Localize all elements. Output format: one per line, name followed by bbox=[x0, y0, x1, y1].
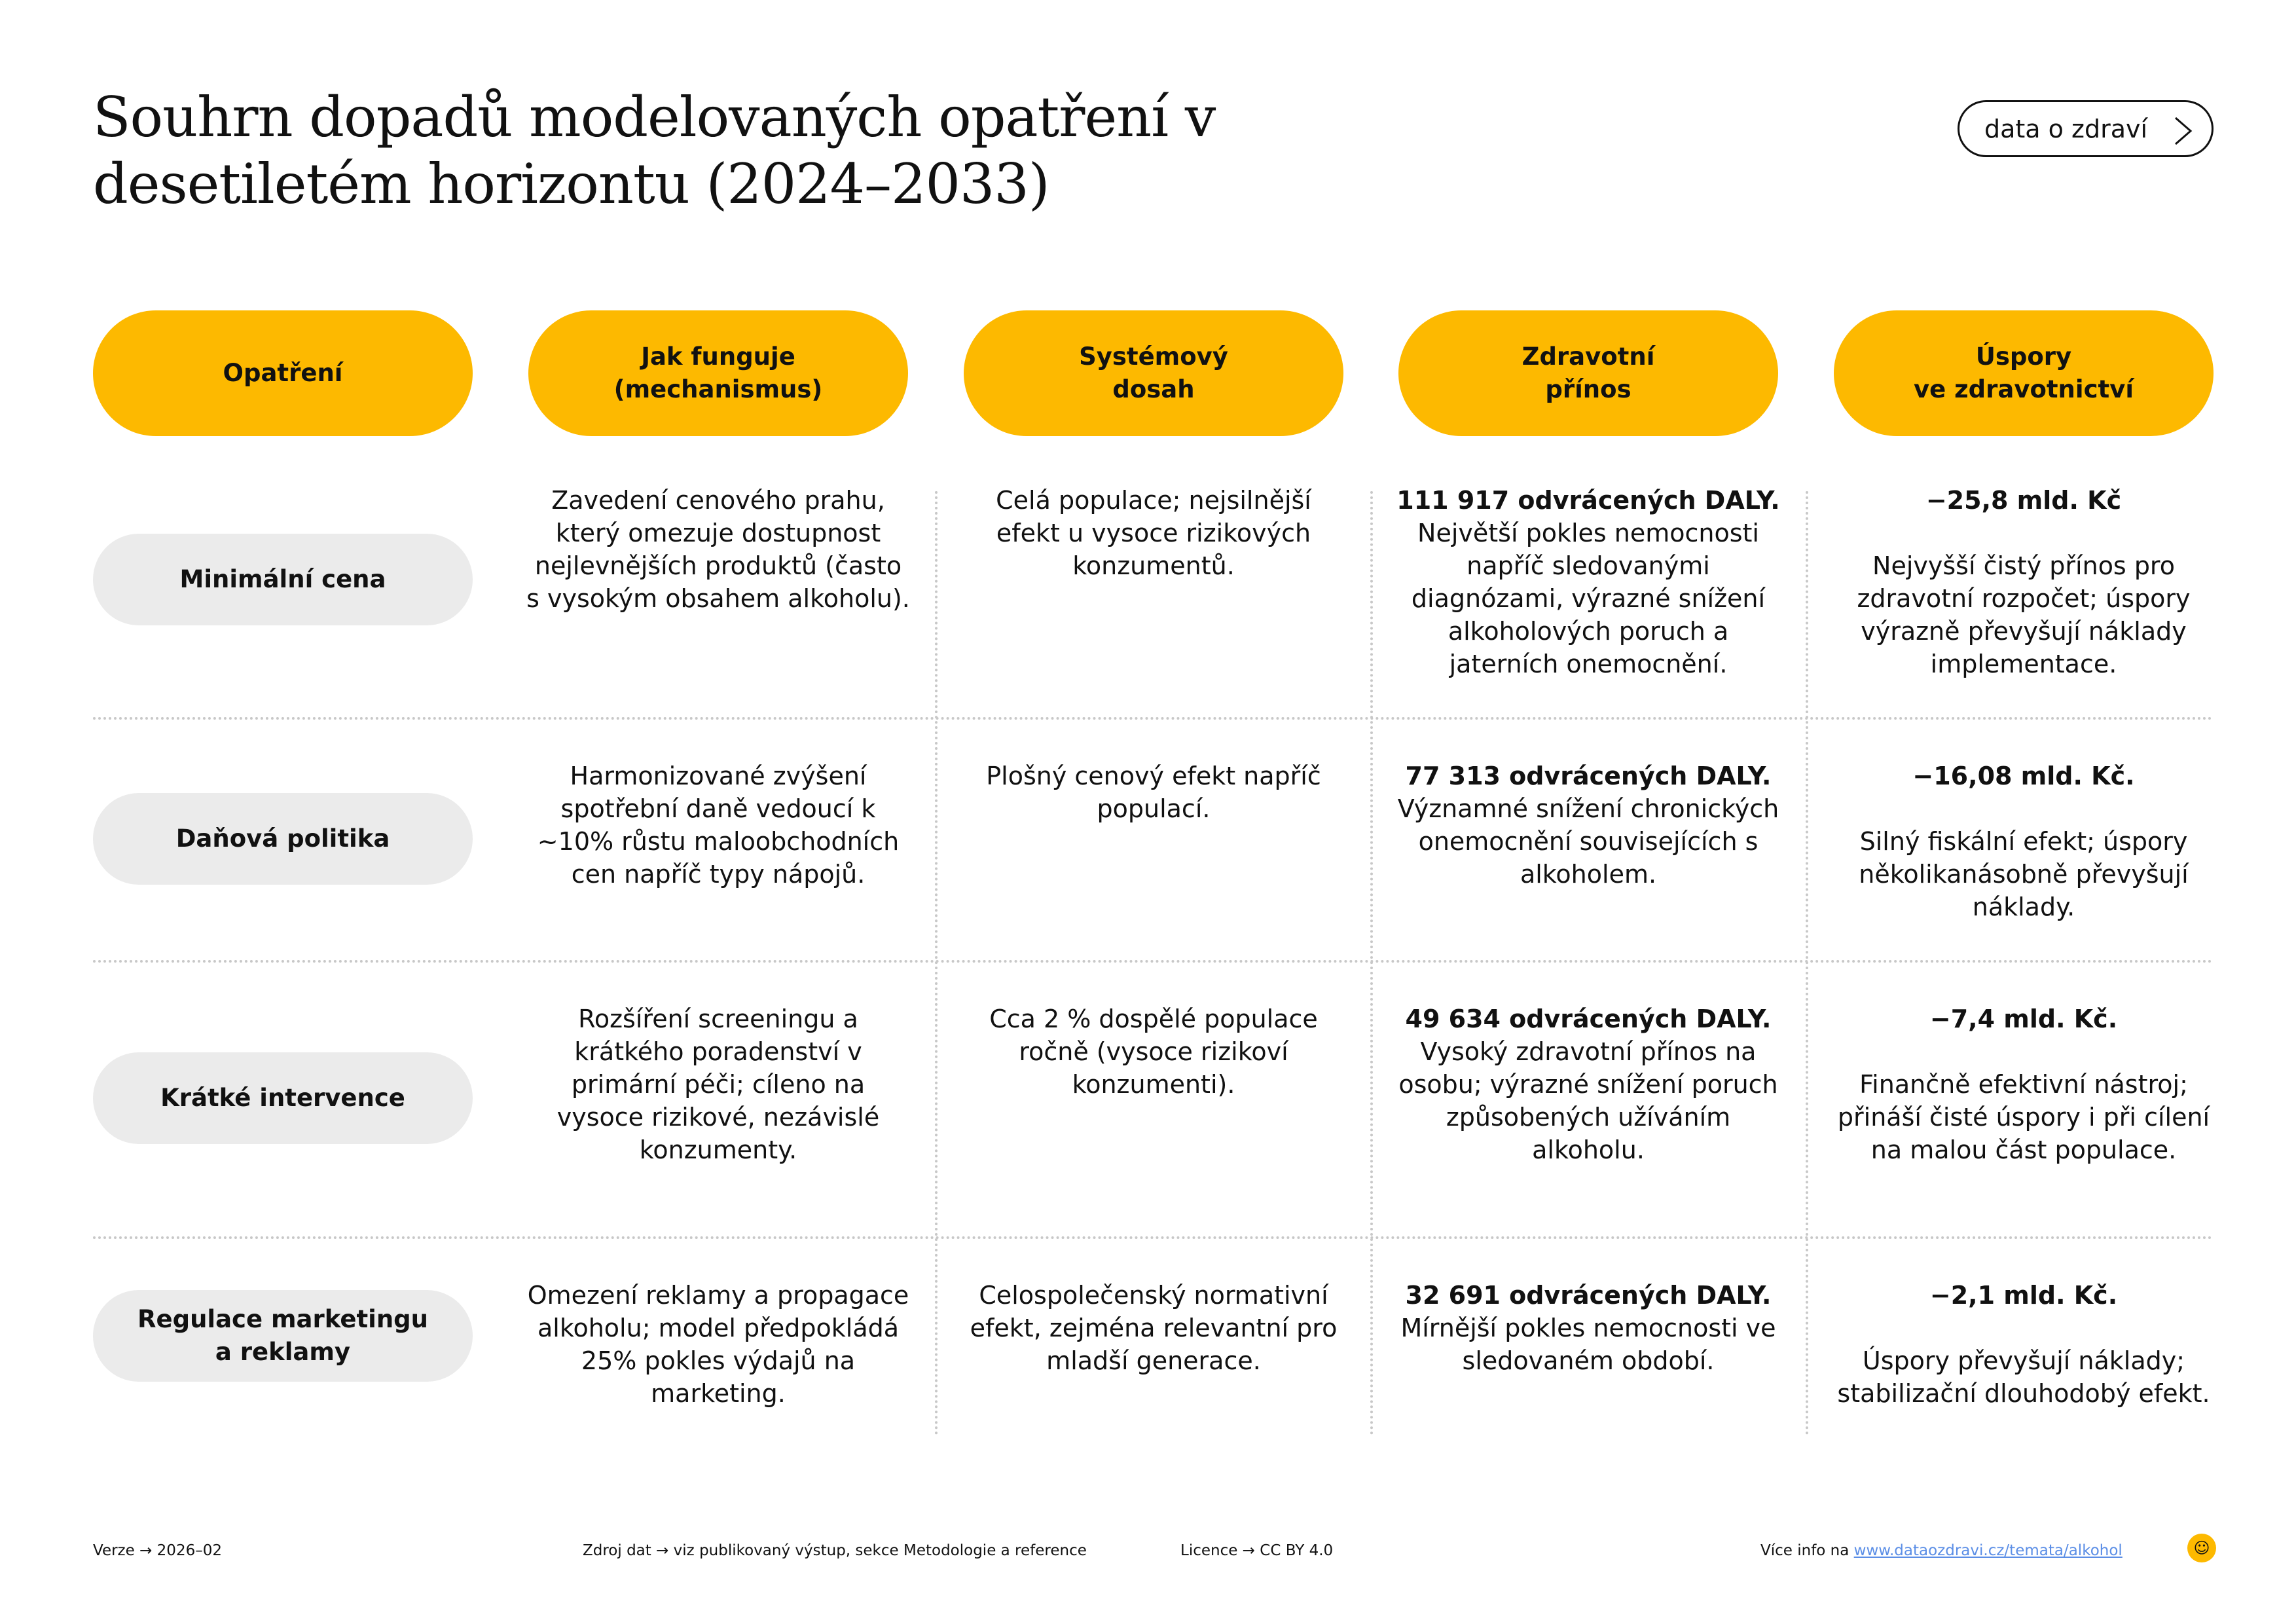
reach-cell: Plošný cenový efekt napříč populací. bbox=[986, 762, 1321, 823]
footer-version: Verze → 2026–02 bbox=[93, 1542, 222, 1559]
column-divider bbox=[935, 491, 938, 1435]
header-uspory: Úspory ve zdravotnictví bbox=[1834, 310, 2214, 436]
savings-cell: −7,4 mld. Kč. Finančně efektivní nástroj;… bbox=[1831, 960, 2217, 1166]
footer-source: Zdroj dat → viz publikovaný výstup, sekc… bbox=[583, 1542, 1087, 1559]
savings-text: Finančně efektivní nástroj; přináší čist… bbox=[1837, 1070, 2210, 1164]
page-title: Souhrn dopadů modelovaných opatření v de… bbox=[93, 85, 1216, 216]
savings-cell: −2,1 mld. Kč. Úspory převyšují náklady; s… bbox=[1831, 1236, 2217, 1410]
mechanism-cell: Harmonizované zvýšení spotřební daně ved… bbox=[537, 762, 900, 889]
savings-value: −25,8 mld. Kč bbox=[1925, 486, 2122, 515]
row-divider bbox=[93, 960, 2214, 963]
header-prinos: Zdravotní přínos bbox=[1398, 310, 1778, 436]
savings-value: −7,4 mld. Kč. bbox=[1929, 1005, 2118, 1033]
footer-license: Licence → CC BY 4.0 bbox=[1180, 1542, 1334, 1559]
health-cell: 111 917 odvrácených DALY. Největší pokle… bbox=[1395, 441, 1781, 680]
savings-text: Silný fiskální efekt; úspory několikanás… bbox=[1859, 827, 2189, 921]
savings-text: Úspory převyšují náklady; stabilizační d… bbox=[1837, 1346, 2210, 1408]
savings-value: −2,1 mld. Kč. bbox=[1929, 1281, 2118, 1310]
savings-cell: −25,8 mld. Kč Nejvyšší čistý přínos pro z… bbox=[1831, 441, 2217, 680]
row-divider bbox=[93, 717, 2214, 720]
mechanism-cell: Rozšíření screeningu a krátkého poradens… bbox=[556, 1005, 880, 1164]
footer-more-info: Více info na www.dataozdravi.cz/temata/a… bbox=[1760, 1542, 2123, 1559]
daly-value: 49 634 odvrácených DALY. bbox=[1405, 1005, 1772, 1033]
savings-text: Nejvyšší čistý přínos pro zdravotní rozp… bbox=[1857, 551, 2191, 678]
reach-cell: Cca 2 % dospělé populace ročně (vysoce r… bbox=[989, 1005, 1318, 1099]
column-divider bbox=[1370, 491, 1373, 1435]
measure-label: Regulace marketingu a reklamy bbox=[93, 1290, 473, 1382]
savings-value: −16,08 mld. Kč. bbox=[1912, 762, 2135, 790]
column-divider bbox=[1806, 491, 1808, 1435]
table-row: Regulace marketingu a reklamy Omezení re… bbox=[93, 1236, 2214, 1435]
logo-icon: ☺ bbox=[2187, 1534, 2216, 1562]
mechanism-cell: Omezení reklamy a propagace alkoholu; mo… bbox=[527, 1281, 909, 1408]
header-mechanismus: Jak funguje (mechanismus) bbox=[528, 310, 908, 436]
measure-label: Daňová politika bbox=[93, 792, 473, 885]
health-text: Největší pokles nemocnosti napříč sledov… bbox=[1411, 519, 1766, 678]
daly-value: 32 691 odvrácených DALY. bbox=[1405, 1281, 1772, 1310]
header-dosah: Systémový dosah bbox=[964, 310, 1343, 436]
mechanism-cell: Zavedení cenového prahu, který omezuje d… bbox=[526, 486, 910, 613]
chevron-right-icon bbox=[2175, 117, 2193, 145]
row-divider bbox=[93, 1236, 2214, 1239]
health-cell: 32 691 odvrácených DALY. Mírnější pokles… bbox=[1395, 1236, 1781, 1377]
reach-cell: Celospolečenský normativní efekt, zejmén… bbox=[970, 1281, 1338, 1375]
table-row: Daňová politika Harmonizované zvýšení sp… bbox=[93, 717, 2214, 960]
health-text: Významné snížení chronických onemocnění … bbox=[1397, 794, 1779, 889]
more-info-label: Více info na bbox=[1760, 1542, 1854, 1559]
health-cell: 77 313 odvrácených DALY. Významné snížen… bbox=[1395, 717, 1781, 891]
reach-cell: Celá populace; nejsilnější efekt u vysoc… bbox=[996, 486, 1311, 580]
button-label: data o zdraví bbox=[1984, 114, 2148, 143]
health-text: Mírnější pokles nemocnosti ve sledovaném… bbox=[1400, 1314, 1776, 1375]
table-row: Minimální cena Zavedení cenového prahu, … bbox=[93, 441, 2214, 717]
more-info-link[interactable]: www.dataozdravi.cz/temata/alkohol bbox=[1853, 1542, 2123, 1559]
daly-value: 77 313 odvrácených DALY. bbox=[1405, 762, 1772, 790]
table-row: Krátké intervence Rozšíření screeningu a… bbox=[93, 960, 2214, 1236]
header-opatreni: Opatření bbox=[93, 310, 473, 436]
measure-label: Krátké intervence bbox=[93, 1052, 473, 1144]
daly-value: 111 917 odvrácených DALY. bbox=[1396, 486, 1780, 515]
data-o-zdravi-button[interactable]: data o zdraví bbox=[1958, 100, 2214, 157]
health-cell: 49 634 odvrácených DALY. Vysoký zdravotn… bbox=[1395, 960, 1781, 1166]
health-text: Vysoký zdravotní přínos na osobu; výrazn… bbox=[1398, 1037, 1778, 1164]
savings-cell: −16,08 mld. Kč. Silný fiskální efekt; úsp… bbox=[1831, 717, 2217, 923]
measure-label: Minimální cena bbox=[93, 533, 473, 625]
